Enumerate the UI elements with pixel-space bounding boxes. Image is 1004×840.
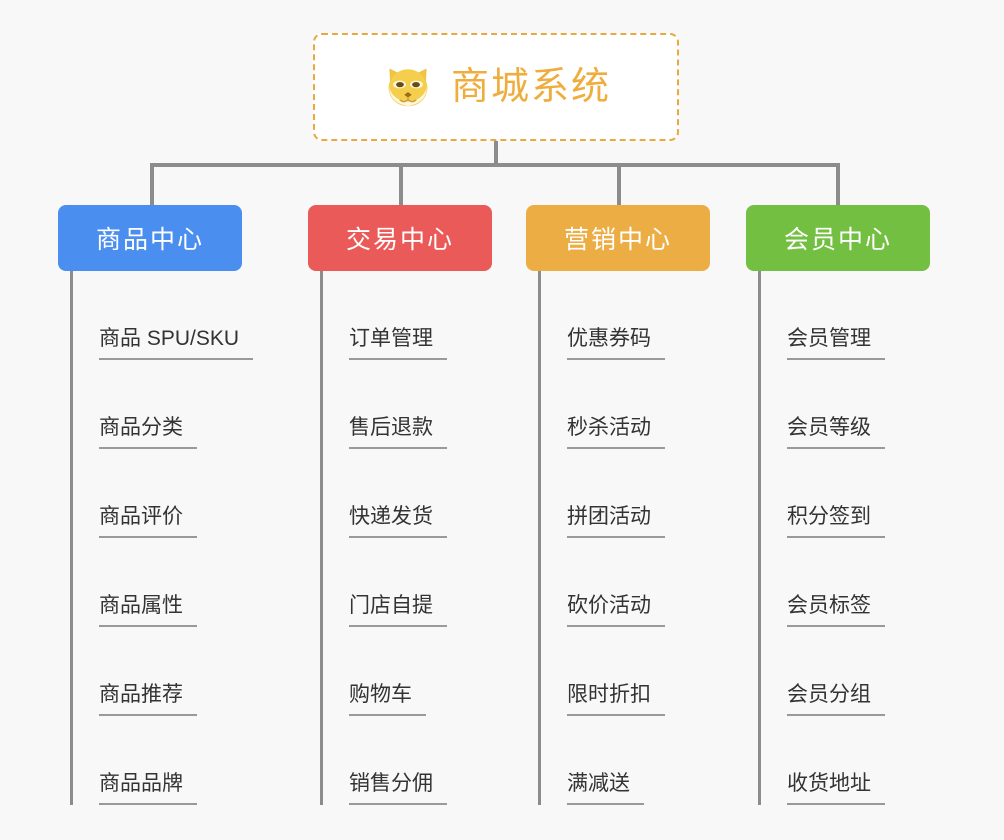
leaf-label: 拼团活动	[567, 504, 665, 538]
root-node-box[interactable]: 商城系统	[313, 33, 679, 141]
connector-drop-0	[150, 163, 154, 205]
root-title: 商城系统	[450, 66, 611, 108]
category-label: 会员中心	[783, 226, 892, 254]
list-item[interactable]: 优惠券码	[541, 271, 710, 360]
list-item[interactable]: 商品分类	[73, 360, 242, 449]
branch-spine-product: 商品 SPU/SKU 商品分类 商品评价 商品属性 商品推荐 商品品牌	[70, 271, 254, 805]
list-item[interactable]: 拼团活动	[541, 449, 710, 538]
list-item[interactable]: 快递发货	[323, 449, 492, 538]
leaf-label: 会员标签	[787, 593, 885, 627]
leaf-label: 商品属性	[99, 593, 197, 627]
list-item[interactable]: 限时折扣	[541, 627, 710, 716]
category-header-trade[interactable]: 交易中心	[308, 205, 492, 271]
leaf-label: 购物车	[349, 682, 426, 716]
list-item[interactable]: 购物车	[323, 627, 492, 716]
root-node[interactable]: 商城系统	[313, 33, 679, 141]
leaf-label: 商品分类	[99, 415, 197, 449]
category-column-marketing: 营销中心 优惠券码 秒杀活动 拼团活动 砍价活动 限时折扣 满减送	[526, 205, 710, 805]
list-item[interactable]: 门店自提	[323, 538, 492, 627]
connector-drop-1	[399, 163, 403, 205]
list-item[interactable]: 会员管理	[761, 271, 930, 360]
leaf-label: 满减送	[567, 771, 644, 805]
list-item[interactable]: 商品推荐	[73, 627, 242, 716]
leaf-label: 收货地址	[787, 771, 885, 805]
category-label: 商品中心	[95, 226, 204, 254]
leaf-label: 商品品牌	[99, 771, 197, 805]
list-item[interactable]: 售后退款	[323, 360, 492, 449]
category-label: 交易中心	[345, 226, 454, 254]
leaf-label: 售后退款	[349, 415, 447, 449]
leaf-label: 优惠券码	[567, 326, 665, 360]
leaf-label: 会员等级	[787, 415, 885, 449]
connector-drop-2	[617, 163, 621, 205]
list-item[interactable]: 收货地址	[761, 716, 930, 805]
list-item[interactable]: 满减送	[541, 716, 710, 805]
leaf-label: 会员管理	[787, 326, 885, 360]
list-item[interactable]: 砍价活动	[541, 538, 710, 627]
leaf-label: 限时折扣	[567, 682, 665, 716]
list-item[interactable]: 会员标签	[761, 538, 930, 627]
leaf-label: 秒杀活动	[567, 415, 665, 449]
leaf-label: 订单管理	[349, 326, 447, 360]
list-item[interactable]: 商品属性	[73, 538, 242, 627]
category-header-marketing[interactable]: 营销中心	[526, 205, 710, 271]
shiba-dog-face-icon	[388, 68, 428, 107]
category-header-product[interactable]: 商品中心	[58, 205, 242, 271]
leaf-label: 会员分组	[787, 682, 885, 716]
list-item[interactable]: 商品品牌	[73, 716, 242, 805]
category-header-member[interactable]: 会员中心	[746, 205, 930, 271]
leaf-label: 砍价活动	[567, 593, 665, 627]
list-item[interactable]: 商品 SPU/SKU	[73, 271, 254, 360]
category-column-member: 会员中心 会员管理 会员等级 积分签到 会员标签 会员分组 收货地址	[746, 205, 930, 805]
connector-horizontal-bus	[150, 163, 840, 167]
category-column-product: 商品中心 商品 SPU/SKU 商品分类 商品评价 商品属性 商品推荐 商品品牌	[58, 205, 254, 805]
leaf-label: 商品评价	[99, 504, 197, 538]
branch-spine-marketing: 优惠券码 秒杀活动 拼团活动 砍价活动 限时折扣 满减送	[538, 271, 710, 805]
leaf-label: 门店自提	[349, 593, 447, 627]
connector-drop-3	[836, 163, 840, 205]
list-item[interactable]: 会员等级	[761, 360, 930, 449]
category-column-trade: 交易中心 订单管理 售后退款 快递发货 门店自提 购物车 销售分佣	[308, 205, 492, 805]
list-item[interactable]: 积分签到	[761, 449, 930, 538]
list-item[interactable]: 订单管理	[323, 271, 492, 360]
branch-spine-member: 会员管理 会员等级 积分签到 会员标签 会员分组 收货地址	[758, 271, 930, 805]
leaf-label: 快递发货	[349, 504, 447, 538]
category-label: 营销中心	[563, 226, 672, 254]
branch-spine-trade: 订单管理 售后退款 快递发货 门店自提 购物车 销售分佣	[320, 271, 492, 805]
leaf-label: 销售分佣	[349, 771, 447, 805]
list-item[interactable]: 会员分组	[761, 627, 930, 716]
connector-root-stem	[494, 141, 498, 166]
list-item[interactable]: 销售分佣	[323, 716, 492, 805]
leaf-label: 商品 SPU/SKU	[99, 326, 254, 360]
list-item[interactable]: 商品评价	[73, 449, 242, 538]
leaf-label: 商品推荐	[99, 682, 197, 716]
list-item[interactable]: 秒杀活动	[541, 360, 710, 449]
leaf-label: 积分签到	[787, 504, 885, 538]
